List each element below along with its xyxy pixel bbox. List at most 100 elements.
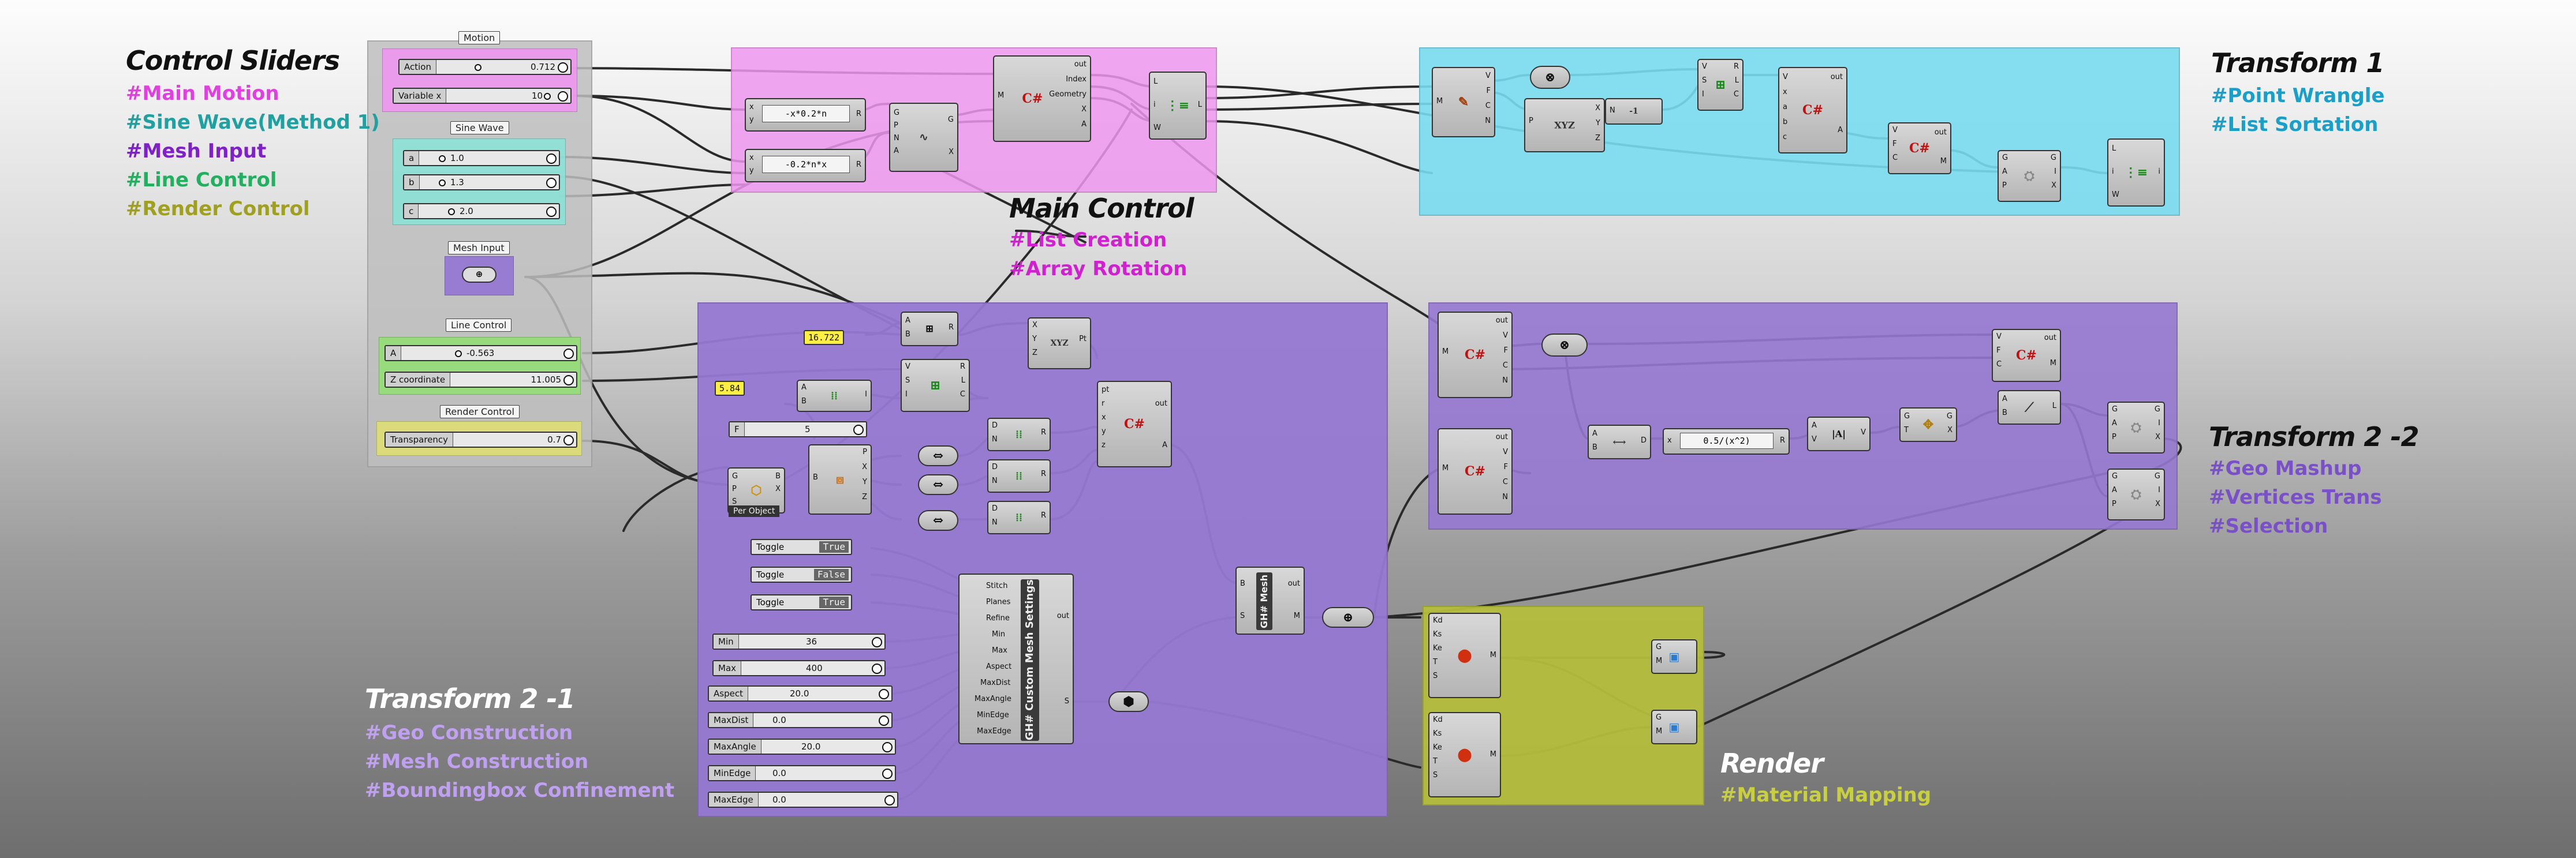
slider-b[interactable]: b 1.3 [403, 174, 560, 190]
group-transform-2-2[interactable] [1428, 302, 2178, 530]
multiply-component-2[interactable]: ⊗ [1541, 334, 1588, 357]
slider-grip-icon[interactable] [884, 795, 895, 805]
multiply-component[interactable]: ⊗ [1530, 66, 1570, 89]
slider-maxangle[interactable]: MaxAngle 20.0 [708, 739, 896, 755]
slider-value: 11.005 [531, 374, 562, 385]
slider-grip-icon[interactable] [882, 742, 893, 752]
slider-grip-icon[interactable] [558, 91, 568, 102]
swap-component-3[interactable]: ⇔ [918, 510, 958, 531]
slider-grip-icon[interactable] [882, 769, 893, 779]
slider-z-coordinate[interactable]: Z coordinate 11.005 [384, 372, 577, 388]
slider-knob[interactable] [448, 208, 455, 215]
relay-icon: ⬢ [1123, 694, 1134, 709]
tag-point-wrangle: #Point Wrangle [2211, 84, 2385, 107]
slider-grip-icon[interactable] [879, 715, 889, 726]
slider-maxdist[interactable]: MaxDist 0.0 [708, 712, 893, 728]
slider-knob[interactable] [455, 350, 462, 357]
slider-knob[interactable] [439, 179, 446, 186]
slider-grip-icon[interactable] [558, 62, 568, 73]
mesh-input-param[interactable]: ⊕ [462, 267, 496, 283]
negative-component[interactable]: N -1 [1605, 98, 1663, 125]
slider-segments[interactable]: F 5 [729, 421, 867, 437]
slider-grip-icon[interactable] [853, 425, 864, 435]
slider-grip-icon[interactable] [563, 349, 574, 359]
slider-min[interactable]: Min 36 [712, 634, 886, 650]
slider-aspect[interactable]: Aspect 20.0 [708, 685, 893, 702]
data-relay-component[interactable]: ⬢ [1108, 691, 1149, 712]
slider-action[interactable]: Action 0.712 [398, 59, 572, 75]
slider-grip-icon[interactable] [563, 435, 574, 445]
slider-grip-icon[interactable] [879, 689, 889, 699]
slider-transparency[interactable]: Transparency 0.7 [384, 432, 577, 448]
panel-1[interactable]: 16.722 [804, 330, 845, 345]
slider-line-a[interactable]: A -0.563 [384, 345, 577, 361]
slider-variable-x[interactable]: Variable x 10 [393, 88, 572, 104]
slider-minedge[interactable]: MinEdge 0.0 [708, 765, 896, 781]
plus-icon: ⊞ [925, 323, 934, 335]
custom-mesh-title: GH# Custom Mesh Settings [1021, 579, 1039, 741]
slider-maxedge[interactable]: MaxEdge 0.0 [708, 792, 898, 808]
range-icon: ⁞⁞ [1016, 511, 1022, 524]
csharp-main-component[interactable]: M C# out Index Geometry X A [993, 55, 1091, 142]
title-transform-1: Transform 1 [2211, 47, 2384, 78]
custom-mesh-settings-component[interactable]: Stitch Planes Refine Min Max Aspect MaxD… [958, 574, 1074, 744]
slider-label: Z coordinate [386, 373, 451, 387]
slider-max[interactable]: Max 400 [712, 660, 886, 676]
gh-mesh-component[interactable]: B S GH# Mesh out M [1235, 567, 1305, 635]
swap-component-1[interactable]: ⇔ [918, 445, 958, 466]
slider-grip-icon[interactable] [563, 375, 574, 385]
slider-grip-icon[interactable] [546, 153, 557, 164]
slider-a[interactable]: a 1.0 [403, 150, 560, 166]
slider-grip-icon[interactable] [546, 207, 557, 217]
subgroup-mesh-input[interactable] [445, 256, 514, 295]
slider-knob[interactable] [439, 155, 446, 162]
slider-knob[interactable] [544, 93, 551, 100]
panel-2[interactable]: 5.84 [715, 381, 745, 396]
tag-vertices-trans: #Vertices Trans [2209, 486, 2382, 509]
slider-grip-icon[interactable] [872, 664, 882, 674]
slider-knob[interactable] [475, 64, 481, 71]
expression-component-3[interactable]: x 0.5/(x^2) R [1663, 428, 1790, 455]
slider-grip-icon[interactable] [546, 178, 557, 188]
relay-component-2[interactable]: ⊕ [1322, 607, 1374, 628]
slider-c[interactable]: c 2.0 [403, 203, 560, 219]
swap-component-2[interactable]: ⇔ [918, 474, 958, 495]
slider-grip-icon[interactable] [872, 637, 882, 647]
